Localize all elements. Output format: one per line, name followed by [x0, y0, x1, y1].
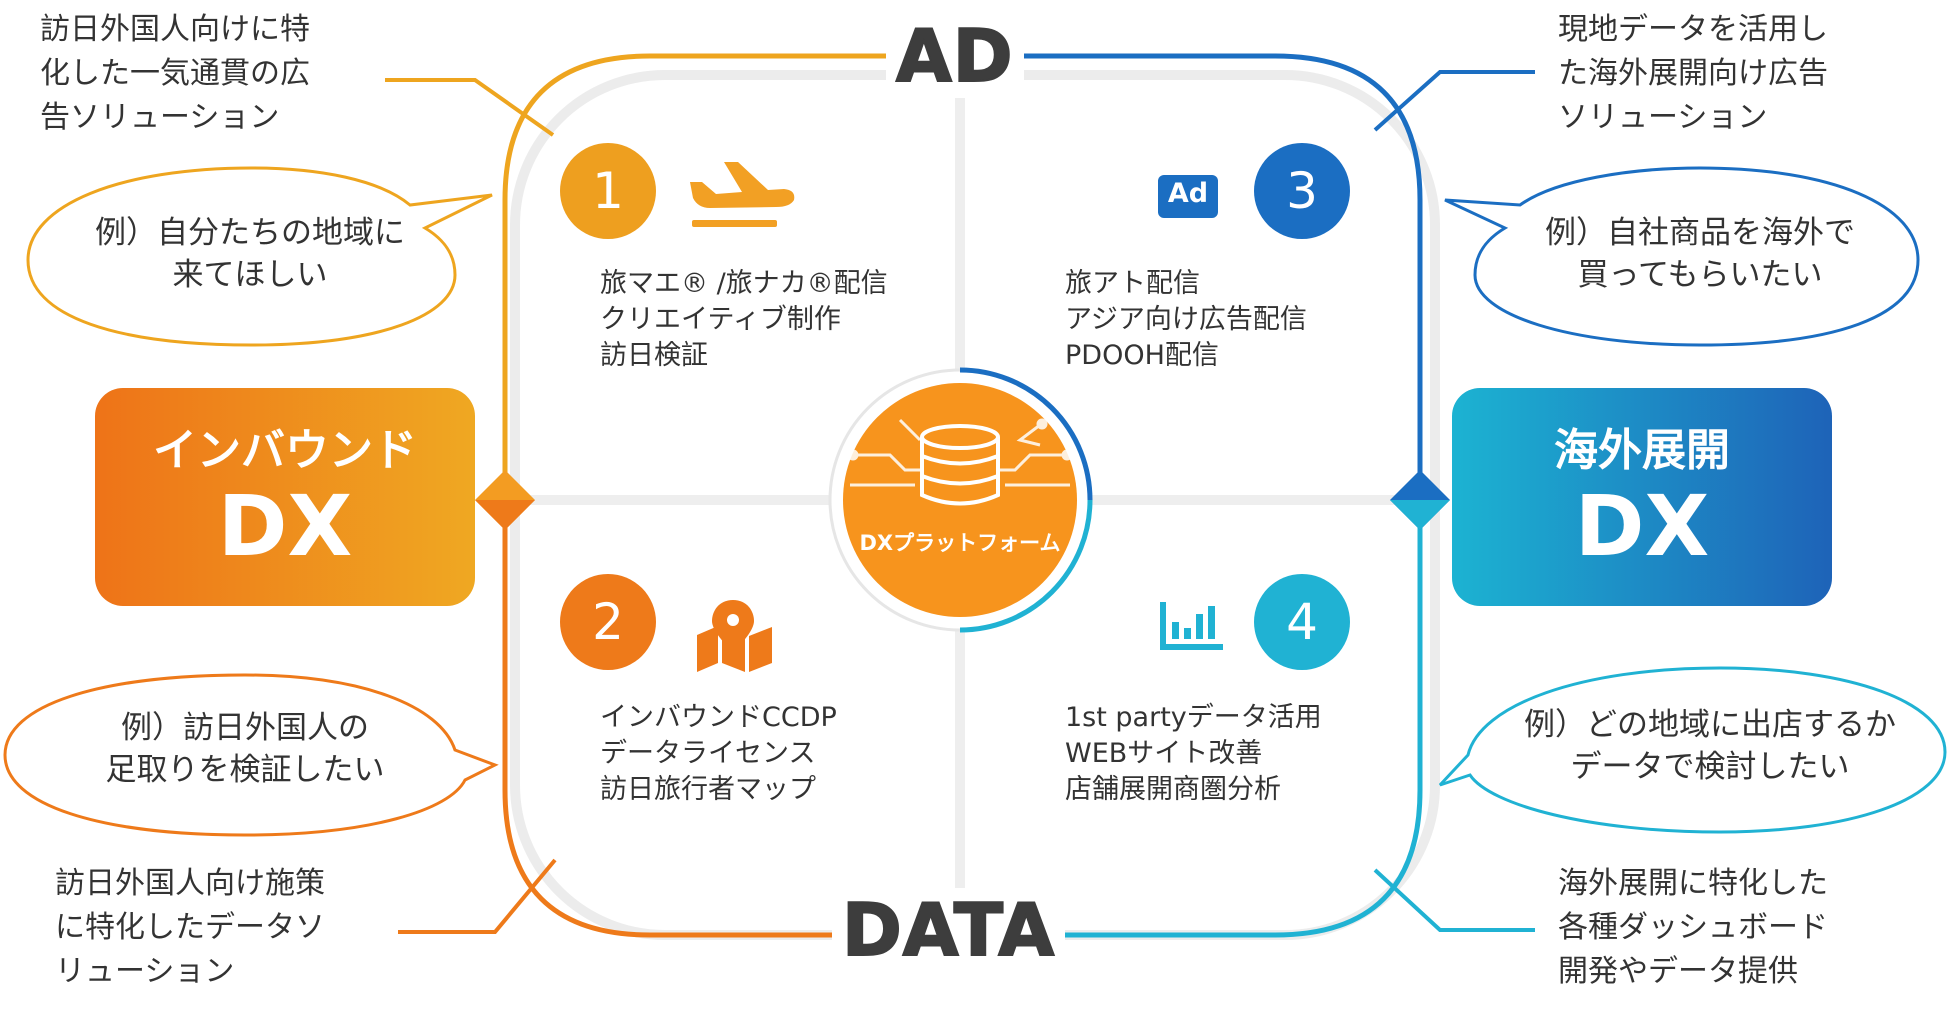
overseas-dx-subtitle: DX [1574, 477, 1710, 575]
leader-bottom-left [398, 858, 557, 934]
quadrant-4-text: 1st partyデータ活用 WEBサイト改善 店舗展開商圏分析 [1065, 700, 1322, 808]
quadrant-2-line-2: データライセンス [600, 738, 816, 769]
bubble-bottom-right-line-1: 例）どの地域に出店するか [1524, 707, 1896, 743]
quadrant-2-line-3: 訪日旅行者マップ [600, 774, 816, 805]
database-icon [920, 424, 1000, 506]
quadrant-3-text: 旅アト配信 アジア向け広告配信 PDOOH配信 [1065, 266, 1307, 374]
diamond-left-shade [475, 500, 535, 530]
bubble-bottom-right-shape [1438, 666, 1947, 834]
platform-label: DXプラットフォーム [859, 531, 1061, 555]
frame-bottom-right [960, 500, 1423, 938]
quadrant-3-line-2: アジア向け広告配信 [1065, 304, 1307, 335]
quadrant-1-line-3: 訪日検証 [600, 340, 708, 371]
quadrant-4-line-2: WEBサイト改善 [1065, 738, 1263, 769]
description-top-right-line-2: た海外展開向け広告 [1558, 56, 1828, 91]
frame-top-right [960, 53, 1423, 500]
bubble-top-right: 例）自社商品を海外で 買ってもらいたい [1490, 212, 1910, 296]
description-top-left-line-2: 化した一気通貫の広 [40, 56, 310, 91]
quadrant-4-line-3: 店舗展開商圏分析 [1065, 774, 1281, 805]
diamond-right-shade [1390, 500, 1450, 530]
bubble-bottom-left-line-2: 足取りを検証したい [105, 752, 385, 788]
bubble-top-right-shape [1444, 166, 1920, 347]
description-bottom-left-line-1: 訪日外国人向け施策 [55, 866, 325, 901]
ad-badge-icon [1158, 175, 1218, 218]
platform-ring-cyan [959, 499, 1093, 633]
quadrant-1-number: 1 [560, 143, 656, 239]
ad-badge-text: Ad [1167, 178, 1209, 209]
frame-top-left [502, 53, 960, 500]
bubble-top-right-line-1: 例）自社商品を海外で [1545, 215, 1855, 251]
leader-bottom-right [1373, 868, 1535, 932]
description-bottom-left: 訪日外国人向け施策 に特化したデータソ リューション [55, 862, 325, 994]
quadrant-2-line-1: インバウンドCCDP [600, 702, 837, 733]
bubble-top-left-line-2: 来てほしい [172, 257, 328, 293]
quadrant-2-number: 2 [560, 574, 656, 670]
quadrant-1-line-1: 旅マエ® /旅ナカ®配信 [600, 268, 888, 299]
quadrant-3-line-3: PDOOH配信 [1065, 340, 1219, 371]
bubble-top-left-shape [26, 166, 493, 347]
description-top-left-line-1: 訪日外国人向けに特 [40, 12, 310, 47]
description-bottom-left-line-3: リューション [55, 954, 235, 989]
description-top-right: 現地データを活用し た海外展開向け広告 ソリューション [1558, 8, 1828, 140]
description-bottom-left-line-2: に特化したデータソ [55, 910, 325, 945]
description-top-right-line-1: 現地データを活用し [1558, 12, 1828, 47]
bubble-bottom-right: 例）どの地域に出店するか データで検討したい [1475, 704, 1945, 788]
inbound-dx-box: インバウンド DX [95, 388, 475, 606]
airplane-icon [690, 162, 795, 227]
quadrant-3-number: 3 [1254, 143, 1350, 239]
inbound-dx-subtitle: DX [217, 477, 353, 575]
description-top-right-line-3: ソリューション [1558, 100, 1768, 135]
description-top-left: 訪日外国人向けに特 化した一気通貫の広 告ソリューション [40, 8, 310, 140]
bubble-top-left-line-1: 例）自分たちの地域に [95, 215, 405, 251]
bubble-bottom-left-line-1: 例）訪日外国人の [121, 710, 369, 746]
bar-chart-icon [1160, 602, 1223, 650]
description-bottom-right: 海外展開に特化した 各種ダッシュボード 開発やデータ提供 [1558, 862, 1828, 994]
quadrant-3-line-1: 旅アト配信 [1065, 268, 1200, 299]
platform-core [843, 383, 1077, 617]
description-bottom-right-line-3: 開発やデータ提供 [1558, 954, 1798, 989]
circuit-lines [847, 418, 1073, 487]
description-bottom-right-line-1: 海外展開に特化した [1558, 866, 1828, 901]
overseas-dx-title: 海外展開 [1554, 425, 1730, 476]
quadrant-4-line-1: 1st partyデータ活用 [1065, 702, 1322, 733]
quadrant-4-number: 4 [1254, 574, 1350, 670]
quadrant-1-text: 旅マエ® /旅ナカ®配信 クリエイティブ制作 訪日検証 [600, 266, 888, 374]
description-top-left-line-3: 告ソリューション [40, 100, 280, 135]
bubble-bottom-right-line-2: データで検討したい [1570, 749, 1850, 785]
leader-top-right [1373, 70, 1535, 132]
bubble-top-right-line-2: 買ってもらいたい [1577, 257, 1823, 293]
map-pin-icon [697, 600, 772, 672]
bubble-bottom-left: 例）訪日外国人の 足取りを検証したい [25, 707, 465, 791]
quadrant-1-line-2: クリエイティブ制作 [600, 304, 841, 335]
overseas-dx-box: 海外展開 DX [1452, 388, 1832, 606]
inbound-dx-title: インバウンド [153, 425, 417, 476]
quadrant-2-text: インバウンドCCDP データライセンス 訪日旅行者マップ [600, 700, 837, 808]
bubble-top-left: 例）自分たちの地域に 来てほしい [40, 212, 460, 296]
ad-label: AD [886, 13, 1024, 99]
description-bottom-right-line-2: 各種ダッシュボード [1558, 910, 1828, 945]
platform-ring-blue [959, 367, 1093, 501]
bubble-bottom-left-shape [3, 673, 499, 837]
frame-bottom-left [502, 500, 960, 938]
leader-top-left [385, 78, 555, 137]
data-label: DATA [832, 887, 1066, 973]
